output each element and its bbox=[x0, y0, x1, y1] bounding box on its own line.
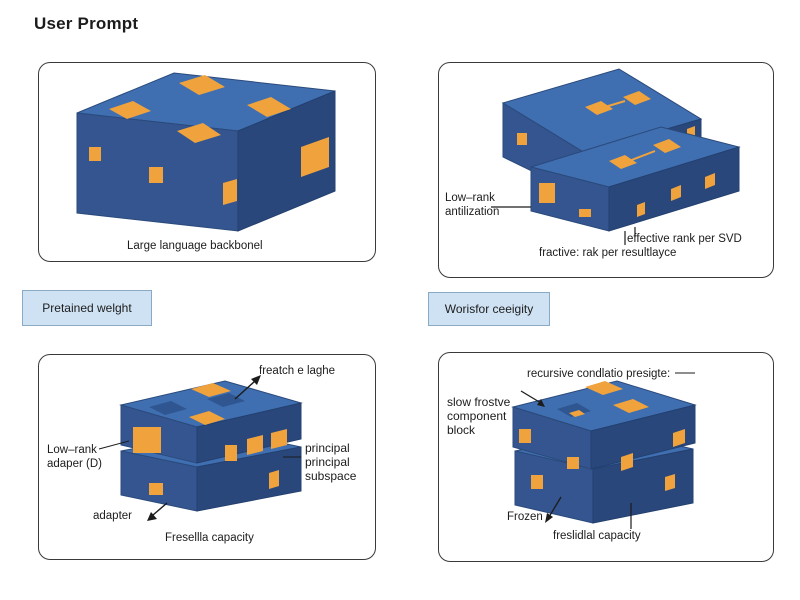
adapter-label: adapter bbox=[93, 510, 133, 522]
principal-subspace-label: principal principal subspace bbox=[305, 441, 357, 483]
adapter-caption: Fresellla capacity bbox=[165, 532, 254, 544]
fractive-rank-label: fractive: rak per resultlayce bbox=[539, 247, 677, 259]
lowrank-adapter-label: Low–rank adaper (D) bbox=[47, 444, 102, 470]
adapter-top-label: freatch e laghe bbox=[259, 365, 336, 377]
panel-lowrank: Low–rank antilization effective rank per… bbox=[438, 62, 774, 278]
recursive-block-diagram bbox=[511, 372, 697, 529]
lowrank-block-diagram bbox=[491, 68, 741, 245]
panel-adapter: freatch e laghe Low–rank adaper (D) prin… bbox=[38, 354, 376, 560]
lowrank-init-label: Low–rank antilization bbox=[445, 192, 500, 218]
worisfor-tag: Worisfor ceeigity bbox=[428, 292, 550, 326]
pretrained-weight-tag: Pretained welght bbox=[22, 290, 152, 326]
backbone-caption: Large language backbonel bbox=[127, 240, 263, 252]
panel-backbone: Large language backbonel bbox=[38, 62, 376, 262]
residual-caption: freslidlal capacity bbox=[553, 530, 641, 542]
recursive-label: recursive condlatio presigte: bbox=[527, 368, 671, 380]
page-title: User Prompt bbox=[34, 14, 139, 33]
frozen-label: Frozen bbox=[507, 511, 543, 523]
effective-rank-label: effective rank per SVD bbox=[627, 233, 742, 245]
panel-recursive: recursive condlatio presigte: slow frost… bbox=[438, 352, 774, 562]
slow-frostve-label: slow frostve component block bbox=[447, 395, 511, 437]
adapter-block-diagram bbox=[98, 375, 303, 521]
backbone-block-diagram bbox=[76, 72, 336, 232]
